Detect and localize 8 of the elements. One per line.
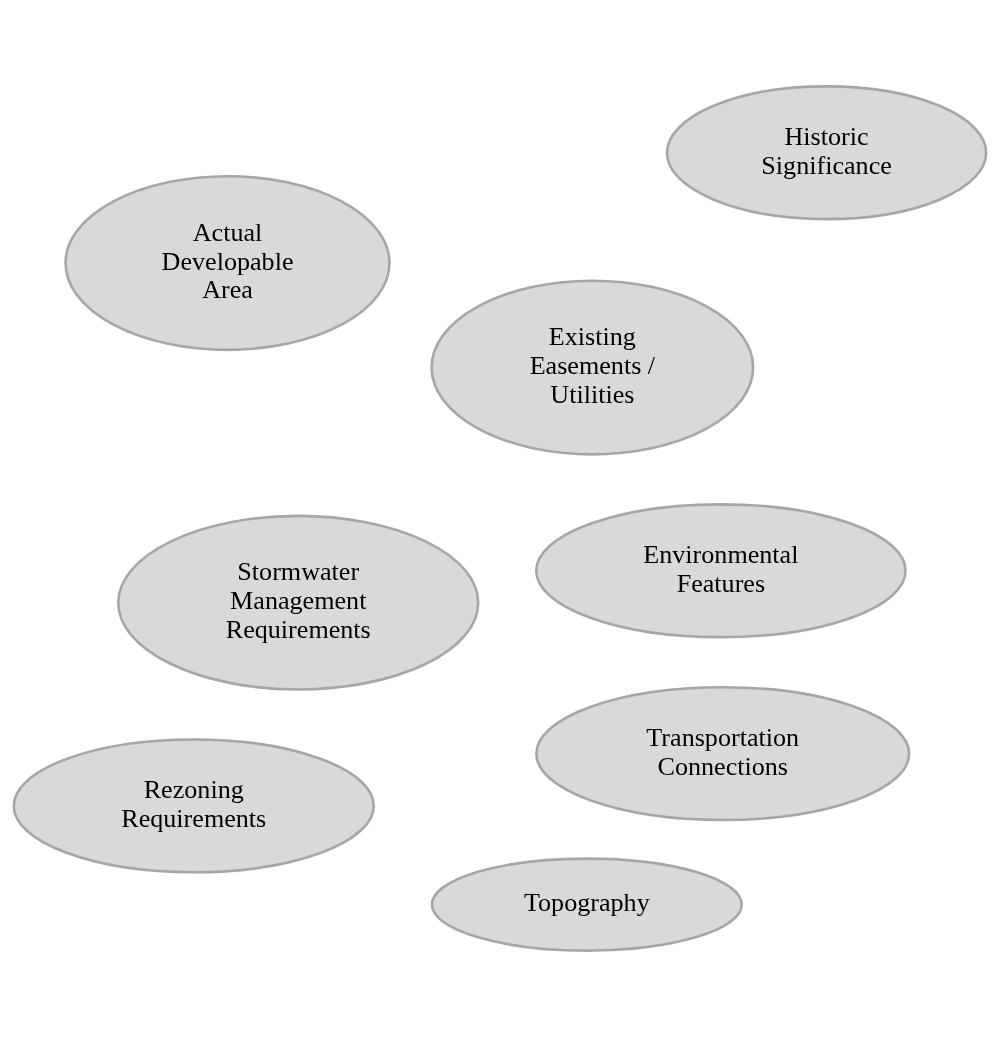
node-ellipse: Stormwater Management Requirements xyxy=(116,514,480,691)
node-ellipse: Historic Significance xyxy=(665,85,988,221)
node-ellipse: Environmental Features xyxy=(534,503,907,639)
node-ellipse: Existing Easements / Utilities xyxy=(430,279,755,456)
node-ellipse: Transportation Connections xyxy=(535,685,911,822)
node-ellipse: Topography xyxy=(430,857,744,952)
node-ellipse: Actual Developable Area xyxy=(64,174,391,352)
node-ellipse: Rezoning Requirements xyxy=(12,738,376,874)
